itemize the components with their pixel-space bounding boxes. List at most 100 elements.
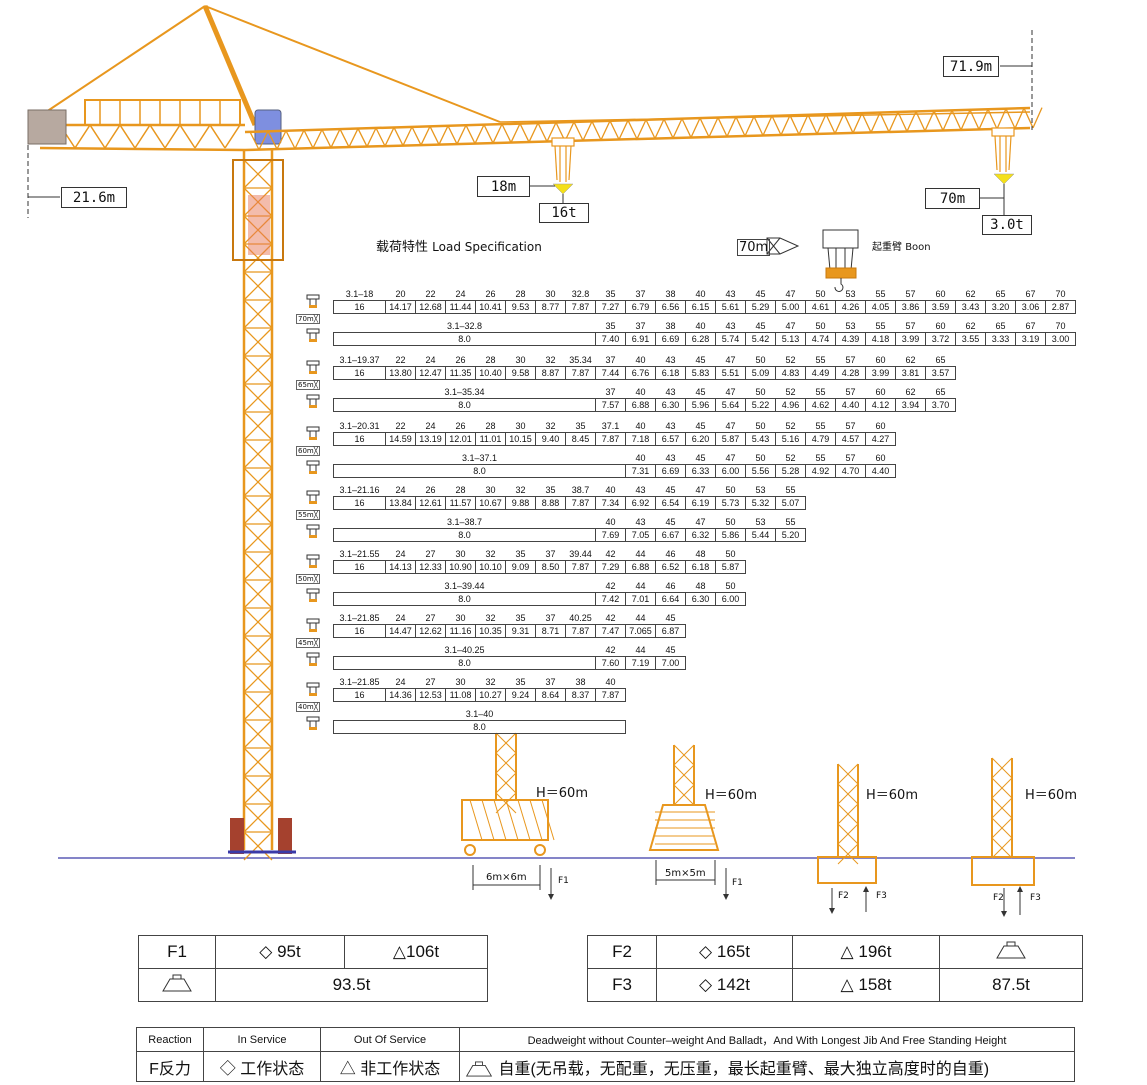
legend-out-service-cn: 非工作状态 <box>360 1060 441 1078</box>
load-value: 16 <box>333 366 386 380</box>
radius-header: 40.25 <box>569 613 592 623</box>
load-value: 6.15 <box>685 300 716 314</box>
load-value: 4.92 <box>805 464 836 478</box>
foundation-height: H＝60m <box>1025 788 1077 803</box>
radius-header: 30 <box>455 677 466 687</box>
load-value: 10.15 <box>505 432 536 446</box>
load-value: 3.72 <box>925 332 956 346</box>
load-value: 7.87 <box>565 366 596 380</box>
radius-header: 50 <box>725 549 736 559</box>
radius-header: 38 <box>665 289 676 299</box>
radius-header: 37 <box>635 321 646 331</box>
radius-header: 40 <box>635 387 646 397</box>
hook-icon <box>306 460 320 474</box>
radius-header: 62 <box>965 289 976 299</box>
triangle-icon: △ <box>840 942 854 962</box>
radius-header: 55 <box>785 485 796 495</box>
hook-70m-block <box>993 173 1015 185</box>
load-value: 7.27 <box>595 300 626 314</box>
radius-header: 38.7 <box>571 485 590 495</box>
load-value: 3.33 <box>985 332 1016 346</box>
legend-deadweight-cn: 自重(无吊载，无配重，无压重，最长起重臂、最大独立高度时的自重) <box>498 1060 990 1078</box>
base-right <box>278 818 292 854</box>
load-value: 9.24 <box>505 688 536 702</box>
load-value: 5.16 <box>775 432 806 446</box>
radius-header: 70 <box>1055 321 1066 331</box>
radius-header: 30 <box>515 355 526 365</box>
radius-header: 46 <box>665 549 676 559</box>
load-value: 4.49 <box>805 366 836 380</box>
radius-header: 47 <box>725 421 736 431</box>
load-value: 4.57 <box>835 432 866 446</box>
f3-in-value: 142t <box>716 974 750 994</box>
radius-header: 57 <box>845 355 856 365</box>
radius-header: 3.1–21.85 <box>339 613 380 623</box>
load-value: 5.73 <box>715 496 746 510</box>
legend-deadweight-en: Deadweight without Counter–weight And Ba… <box>459 1027 1075 1052</box>
radius-header: 3.1–21.16 <box>339 485 380 495</box>
radius-header: 38 <box>665 321 676 331</box>
jib-length-tag: 70m╳ <box>296 314 320 324</box>
load-value: 14.59 <box>385 432 416 446</box>
radius-header: 22 <box>395 355 406 365</box>
load-value: 4.96 <box>775 398 806 412</box>
load-value: 7.01 <box>625 592 656 606</box>
radius-header: 37 <box>635 289 646 299</box>
climbing-frame-core <box>248 195 270 255</box>
radius-header: 50 <box>755 421 766 431</box>
load-value: 6.79 <box>625 300 656 314</box>
load-value: 5.56 <box>745 464 776 478</box>
f1-deadweight: 93.5t <box>215 968 488 1002</box>
f1-out-service: △106t <box>344 935 488 969</box>
radius-header: 45 <box>695 387 706 397</box>
load-value: 9.88 <box>505 496 536 510</box>
radius-header: 70 <box>1055 289 1066 299</box>
radius-header: 45 <box>695 355 706 365</box>
radius-header: 37 <box>605 387 616 397</box>
triangle-icon: △ <box>392 942 406 962</box>
radius-header: 28 <box>455 485 466 495</box>
radius-header: 26 <box>455 421 466 431</box>
radius-header: 22 <box>395 421 406 431</box>
radius-header: 42 <box>605 613 616 623</box>
load-value: 5.51 <box>715 366 746 380</box>
load-value: 6.52 <box>655 560 686 574</box>
load-value: 6.92 <box>625 496 656 510</box>
f3-in-service: ◇ 142t <box>656 968 793 1002</box>
load-value: 6.54 <box>655 496 686 510</box>
load-value: 9.40 <box>535 432 566 446</box>
load-spec-title-en: Load Specification <box>432 240 542 254</box>
radius-header: 32.8 <box>571 289 590 299</box>
load-value: 12.62 <box>415 624 446 638</box>
load-value: 11.35 <box>445 366 476 380</box>
diamond-icon: ◇ <box>219 1060 236 1078</box>
radius-header: 60 <box>935 289 946 299</box>
radius-header: 28 <box>515 289 526 299</box>
radius-header: 55 <box>875 289 886 299</box>
radius-header: 60 <box>875 355 886 365</box>
radius-header: 55 <box>815 421 826 431</box>
foundation-diagrams <box>461 732 1035 917</box>
load-value: 7.34 <box>595 496 626 510</box>
load-value: 9.09 <box>505 560 536 574</box>
load-value: 5.64 <box>715 398 746 412</box>
jib-length-tag: 60m╳ <box>296 446 320 456</box>
f23-deadweight-icon-cell <box>939 935 1083 969</box>
f1-deadweight-icon-cell <box>138 968 216 1002</box>
load-value: 8.0 <box>333 398 596 412</box>
load-value: 10.67 <box>475 496 506 510</box>
load-value: 3.19 <box>1015 332 1046 346</box>
hook-icon <box>306 554 320 568</box>
load-value: 8.64 <box>535 688 566 702</box>
radius-header: 50 <box>725 485 736 495</box>
load-value: 5.09 <box>745 366 776 380</box>
hook-icon <box>306 682 320 696</box>
load-value: 3.99 <box>895 332 926 346</box>
load-value: 6.69 <box>655 332 686 346</box>
radius-header: 60 <box>875 387 886 397</box>
